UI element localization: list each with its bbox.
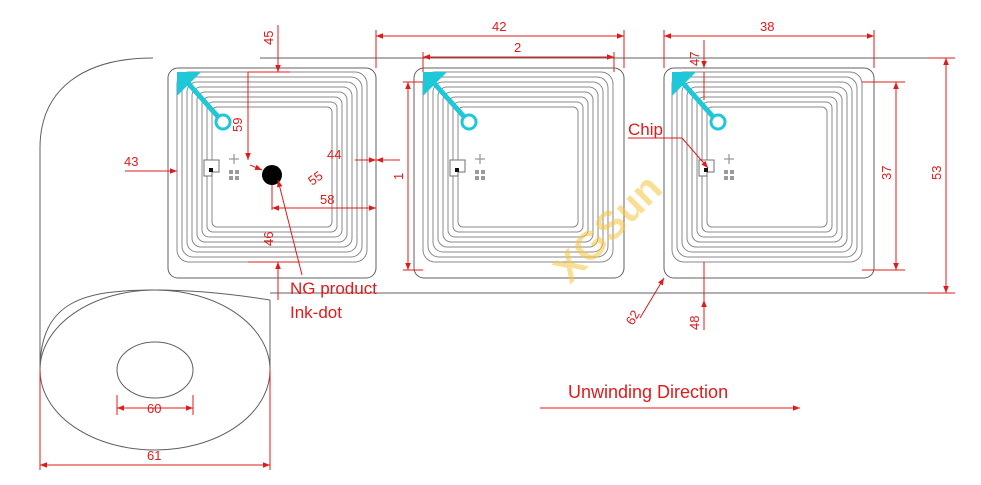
roll-outer-ellipse [39,289,271,451]
dim-38: 38 [760,19,774,34]
dim-1: 1 [391,173,406,180]
rfid-inlay-3 [672,72,862,262]
label-1-substrate [167,67,377,279]
dim-37: 37 [879,166,894,180]
dim-2: 2 [514,40,521,55]
dim-59: 59 [230,118,245,132]
dim-44: 44 [327,147,341,162]
dim-42: 42 [492,19,506,34]
roll-core-ellipse [116,341,194,399]
dim-47: 47 [687,52,702,66]
dim-61: 61 [147,448,161,463]
unwinding-direction-label: Unwinding Direction [568,382,728,402]
dim-43: 43 [124,154,138,169]
dim-53: 53 [929,166,944,180]
ink-dot-label: Ink-dot [290,303,342,322]
label-3-substrate [663,67,875,279]
dimension-lines [39,25,955,470]
label-roll [39,57,928,451]
dim-55: 55 [305,168,325,189]
dim-46: 46 [261,232,276,246]
dim-60: 60 [147,401,161,416]
dim-48: 48 [687,316,702,330]
chip-label: Chip [628,120,663,139]
dim-58: 58 [320,192,334,207]
dim-62: 62 [623,307,643,327]
dim-45: 45 [261,31,276,45]
label-2-substrate [413,67,625,279]
dimension-labels: 45 42 2 38 47 59 43 44 55 58 46 1 37 53 … [124,19,944,463]
ng-product-label: NG product [290,279,377,298]
